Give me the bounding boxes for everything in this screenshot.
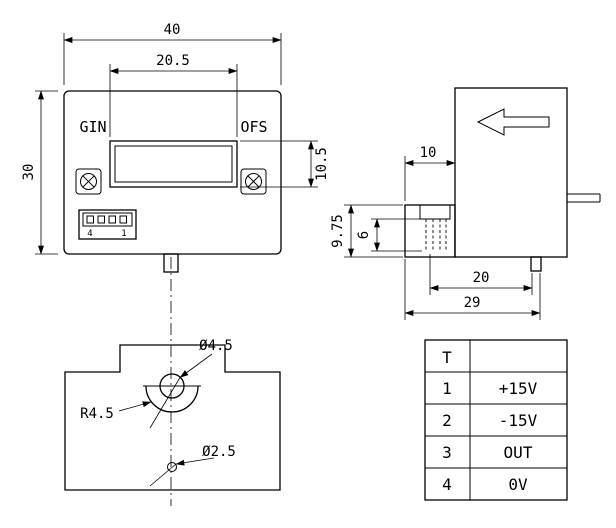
display-window-inner <box>114 145 233 183</box>
leader-hole-diameter: Ø4.5 <box>149 338 233 429</box>
mounting-hole <box>159 373 185 399</box>
pin-table: T 1 +15V 2 -15V 3 OUT 4 0V <box>424 339 568 501</box>
dim-overall-width: 40 <box>63 22 282 85</box>
pin-table-header: T <box>442 348 452 367</box>
table-row: 3 OUT <box>442 443 533 462</box>
side-connector <box>419 204 451 220</box>
side-base-outline <box>404 204 456 258</box>
pin-number-3: 3 <box>442 443 452 462</box>
dim-base-height: 9.75 <box>330 204 403 258</box>
dim-boss-radius-text: R4.5 <box>80 406 114 422</box>
dim-overall-width-text: 40 <box>164 22 181 38</box>
pin-signal-2: -15V <box>499 411 538 430</box>
pin-number-1: 1 <box>442 379 452 398</box>
bottom-view-outline <box>64 344 281 491</box>
leader-boss-radius: R4.5 <box>80 401 152 422</box>
screw-left-icon <box>75 168 102 195</box>
side-lead-wire <box>567 193 601 203</box>
pin-table-border <box>424 339 568 501</box>
dim-base-height-text: 9.75 <box>330 214 346 248</box>
pin-signal-1: +15V <box>499 379 538 398</box>
display-window-outer <box>109 140 238 188</box>
pin-number-2: 2 <box>442 411 452 430</box>
pin-number-4: 4 <box>442 475 452 494</box>
dim-pin-length: 6 <box>356 218 422 252</box>
dim-pin-spacing: 20 <box>429 254 533 295</box>
dim-tab-width-text: 10 <box>420 145 437 161</box>
offset-label: OFS <box>240 118 267 136</box>
module-body-outline <box>63 90 282 255</box>
bottom-tab <box>163 253 179 273</box>
dim-overall-height: 30 <box>21 90 58 255</box>
dim-window-width-text: 20.5 <box>156 53 190 69</box>
small-hole <box>167 462 177 472</box>
dim-overall-depth-text: 29 <box>464 295 481 311</box>
current-direction-arrow-icon <box>476 108 550 136</box>
front-view: GIN OFS 4 1 <box>21 22 330 506</box>
dim-overall-depth: 29 <box>404 259 541 320</box>
side-body-outline <box>454 87 568 258</box>
connector-pin4-label: 4 <box>87 229 92 239</box>
gain-label: GIN <box>79 118 106 136</box>
dim-window-height-text: 10.5 <box>314 147 330 181</box>
dim-tab-width: 10 <box>404 145 456 201</box>
pin-signal-4: 0V <box>508 475 528 494</box>
leader-small-hole-diameter: Ø2.5 <box>149 444 236 487</box>
boss-arc <box>145 385 199 413</box>
screw-right-icon <box>240 168 267 195</box>
front-connector: 4 1 <box>78 209 137 240</box>
dim-hole-diameter-text: Ø4.5 <box>199 338 233 354</box>
table-row: 4 0V <box>442 475 528 494</box>
table-row: 1 +15V <box>442 379 537 398</box>
connector-pin1-label: 1 <box>121 229 126 239</box>
table-row: 2 -15V <box>442 411 537 430</box>
side-view: 10 9.75 6 20 29 <box>330 87 601 320</box>
dim-window-width: 20.5 <box>109 53 238 137</box>
dim-small-hole-diameter-text: Ø2.5 <box>202 444 236 460</box>
pin-signal-3: OUT <box>504 443 533 462</box>
dim-overall-height-text: 30 <box>21 164 37 181</box>
dim-pin-length-text: 6 <box>356 231 372 239</box>
dim-window-height: 10.5 <box>240 140 330 188</box>
side-pin <box>530 256 542 272</box>
dim-pin-spacing-text: 20 <box>473 270 490 286</box>
bottom-view: Ø4.5 R4.5 Ø2.5 <box>64 338 281 491</box>
